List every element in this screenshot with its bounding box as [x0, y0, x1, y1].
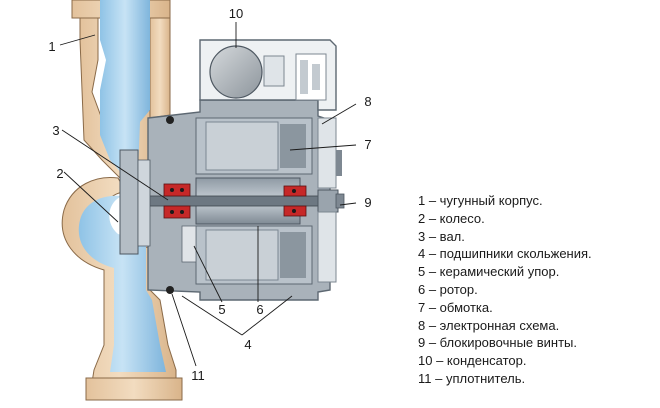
seals — [166, 116, 174, 294]
callout-7: 7 — [364, 137, 371, 152]
callout-4: 4 — [244, 337, 251, 352]
slide-bearings — [163, 183, 307, 219]
callout-6: 6 — [256, 302, 263, 317]
shaft — [129, 195, 341, 207]
legend-item-6: 6 – ротор. — [418, 281, 478, 297]
capacitor — [209, 45, 285, 99]
water-channel — [78, 0, 166, 372]
parts-legend: 1 – чугунный корпус. 2 – колесо. 3 – вал… — [418, 192, 592, 388]
callout-5: 5 — [218, 302, 225, 317]
callout-10: 10 — [229, 6, 243, 21]
callout-leaders — [59, 22, 357, 367]
legend-item-3: 3 – вал. — [418, 228, 465, 244]
locking-screws — [317, 189, 345, 213]
ceramic-stop — [181, 225, 197, 263]
legend-item-1: 1 – чугунный корпус. — [418, 193, 543, 208]
legend-item-11: 11 – уплотнитель. — [418, 370, 526, 386]
legend-item-5: 5 – керамический упор. — [418, 264, 560, 280]
legend-item-2: 2 – колесо. — [418, 210, 485, 226]
legend-item-9: 9 – блокировочные винты. — [418, 335, 578, 351]
callout-3: 3 — [52, 123, 59, 138]
callout-9: 9 — [364, 195, 371, 210]
callout-8: 8 — [364, 94, 371, 109]
callout-numbers: 1 2 3 4 5 6 7 8 9 10 11 — [48, 6, 371, 383]
legend-item-4: 4 – подшипники скольжения. — [418, 246, 592, 262]
legend-item-7: 7 – обмотка. — [418, 299, 493, 315]
legend-item-8: 8 – электронная схема. — [418, 317, 560, 333]
callout-1: 1 — [48, 39, 55, 54]
stator-winding — [205, 121, 306, 281]
impeller — [119, 149, 151, 255]
callout-2: 2 — [56, 166, 63, 181]
callout-11: 11 — [191, 368, 205, 383]
legend-item-10: 10 – конденсатор. — [418, 353, 527, 369]
